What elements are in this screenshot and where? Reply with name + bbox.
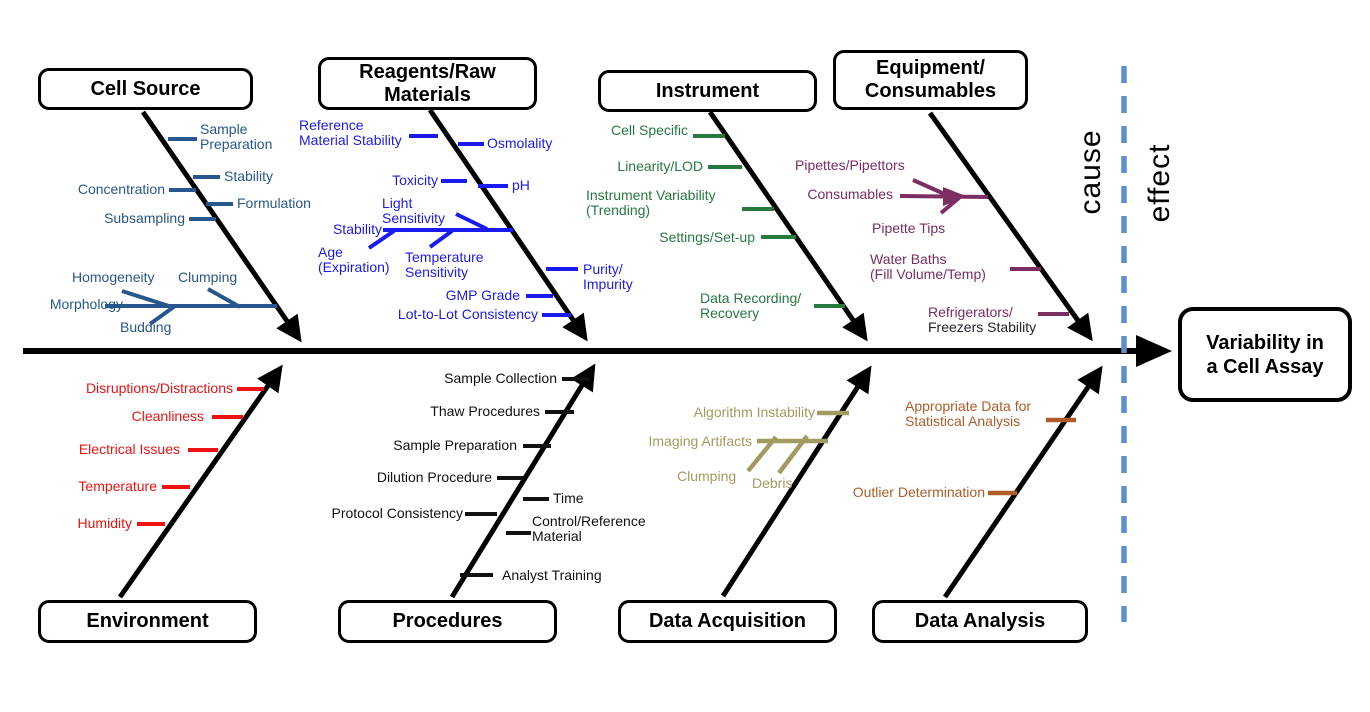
data-analysis-branch bbox=[942, 365, 1103, 599]
category-box-cell-source: Cell Source bbox=[38, 68, 253, 110]
spine-arrowhead bbox=[1136, 335, 1172, 367]
label-disruptions-distractions: Disruptions/Distractions bbox=[85, 380, 233, 396]
label-dilution-procedure: Dilution Procedure bbox=[376, 469, 492, 485]
equipment-branch bbox=[927, 111, 1093, 342]
label-debris: Debris bbox=[752, 475, 793, 491]
category-title: Procedures bbox=[392, 610, 503, 632]
label-settings-setup: Settings/Set-up bbox=[659, 229, 755, 245]
label-data-recording-recovery: Data Recording/ Recovery bbox=[700, 290, 802, 321]
label-age-expiration: Age (Expiration) bbox=[318, 244, 390, 275]
label-refrigerators: Refrigerators/ bbox=[928, 304, 1013, 320]
reagents-branch bbox=[427, 108, 588, 342]
label-water-baths: Water Baths (Fill Volume/Temp) bbox=[870, 251, 986, 282]
label-dacq-clumping: Clumping bbox=[677, 468, 737, 484]
label-consumables: Consumables bbox=[807, 186, 893, 202]
label-pipette-tips: Pipette Tips bbox=[872, 220, 946, 236]
label-linearity-lod: Linearity/LOD bbox=[617, 158, 703, 174]
label-purity-impurity: Purity/ Impurity bbox=[583, 261, 633, 292]
effect-box-label: Variability in a Cell Assay bbox=[1206, 331, 1324, 378]
label-homogeneity: Homogeneity bbox=[72, 269, 155, 285]
label-outlier-determination: Outlier Determination bbox=[852, 484, 985, 500]
instrument-branch bbox=[707, 110, 868, 342]
label-electrical-issues: Electrical Issues bbox=[78, 441, 180, 457]
label-analyst-training: Analyst Training bbox=[502, 567, 602, 583]
label-proc-sample-preparation: Sample Preparation bbox=[393, 437, 517, 453]
label-budding: Budding bbox=[120, 319, 172, 335]
data-analysis-ticks bbox=[988, 417, 1076, 496]
label-humidity: Humidity bbox=[77, 515, 132, 531]
label-time: Time bbox=[553, 490, 584, 506]
label-temperature: Temperature bbox=[78, 478, 157, 494]
label-concentration: Concentration bbox=[77, 181, 165, 197]
cell-source-ticks bbox=[105, 137, 277, 326]
label-formulation: Formulation bbox=[237, 195, 311, 211]
label-stability: Stability bbox=[224, 168, 274, 184]
procedures-branch bbox=[449, 363, 596, 599]
label-reagent-stability: Stability bbox=[332, 221, 382, 237]
category-box-data-analysis: Data Analysis bbox=[872, 600, 1088, 643]
label-imaging-artifacts: Imaging Artifacts bbox=[648, 433, 753, 449]
label-cleanliness: Cleanliness bbox=[131, 408, 204, 424]
label-subsampling: Subsampling bbox=[104, 210, 185, 226]
cause-label: cause bbox=[1074, 129, 1107, 215]
label-thaw-procedures: Thaw Procedures bbox=[430, 403, 540, 419]
category-title: Data Analysis bbox=[914, 610, 1046, 632]
label-morphology: Morphology bbox=[49, 296, 123, 312]
category-box-data-acquisition: Data Acquisition bbox=[618, 600, 837, 643]
effect-box: Variability in a Cell Assay bbox=[1178, 307, 1352, 402]
cell-source-branch bbox=[140, 110, 302, 343]
label-freezers-stability: Freezers Stability bbox=[928, 319, 1037, 335]
label-ph: pH bbox=[512, 177, 530, 193]
consumables-arrowhead bbox=[943, 187, 967, 206]
category-box-equipment: Equipment/ Consumables bbox=[833, 50, 1028, 110]
category-title: Cell Source bbox=[90, 77, 201, 100]
label-instrument-variability: Instrument Variability (Trending) bbox=[586, 187, 716, 218]
category-title: Equipment/ Consumables bbox=[864, 57, 997, 102]
data-acquisition-ticks bbox=[746, 410, 849, 475]
label-lot-to-lot-consistency: Lot-to-Lot Consistency bbox=[397, 306, 538, 322]
label-algorithm-instability: Algorithm Instability bbox=[693, 404, 815, 420]
category-title: Data Acquisition bbox=[648, 610, 807, 632]
label-osmolality: Osmolality bbox=[487, 135, 553, 151]
label-temperature-sensitivity: Temperature Sensitivity bbox=[405, 249, 484, 280]
equipment-ticks bbox=[899, 178, 1069, 316]
label-sample-collection: Sample Collection bbox=[444, 370, 557, 386]
category-title: Instrument bbox=[655, 79, 760, 102]
reagents-ticks bbox=[367, 134, 578, 317]
category-box-reagents: Reagents/Raw Materials bbox=[318, 57, 537, 110]
label-appropriate-data: Appropriate Data for Statistical Analysi… bbox=[905, 398, 1032, 429]
label-sample-preparation: Sample Preparation bbox=[200, 121, 273, 152]
label-reference-material-stability: Reference Material Stability bbox=[299, 117, 402, 148]
label-control-reference-material: Control/Reference Material bbox=[532, 513, 646, 544]
label-clumping: Clumping bbox=[178, 269, 238, 285]
category-box-instrument: Instrument bbox=[598, 70, 817, 112]
label-gmp-grade: GMP Grade bbox=[445, 287, 520, 303]
category-title: Reagents/Raw Materials bbox=[359, 60, 496, 106]
label-protocol-consistency: Protocol Consistency bbox=[331, 505, 463, 521]
label-cell-specific: Cell Specific bbox=[610, 122, 688, 138]
environment-ticks bbox=[137, 387, 264, 526]
label-light-sensitivity: Light Sensitivity bbox=[382, 195, 446, 226]
environment-branch bbox=[117, 364, 283, 599]
label-pipettes-pipettors: Pipettes/Pipettors bbox=[795, 157, 905, 173]
category-title: Environment bbox=[86, 610, 209, 632]
data-acquisition-branch bbox=[720, 365, 872, 598]
instrument-ticks bbox=[693, 134, 845, 308]
effect-label: effect bbox=[1143, 143, 1176, 223]
category-box-procedures: Procedures bbox=[338, 600, 557, 643]
procedures-ticks bbox=[460, 377, 589, 577]
category-box-environment: Environment bbox=[38, 600, 257, 643]
label-toxicity: Toxicity bbox=[392, 172, 438, 188]
